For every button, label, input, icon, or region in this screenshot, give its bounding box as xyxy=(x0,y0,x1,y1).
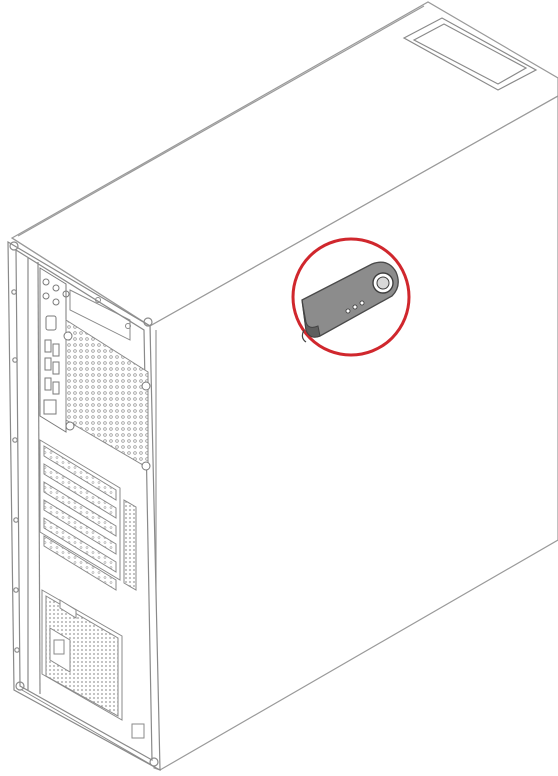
dongle-icon xyxy=(301,261,399,343)
tower-base-edge xyxy=(21,689,151,765)
handle-slot-icon xyxy=(402,17,538,91)
psu-icon xyxy=(41,589,123,721)
io-panel-icon xyxy=(39,267,70,433)
bracket-icon xyxy=(69,289,131,341)
tower-top-panel xyxy=(10,1,558,327)
expansion-slots-icon xyxy=(39,439,137,591)
